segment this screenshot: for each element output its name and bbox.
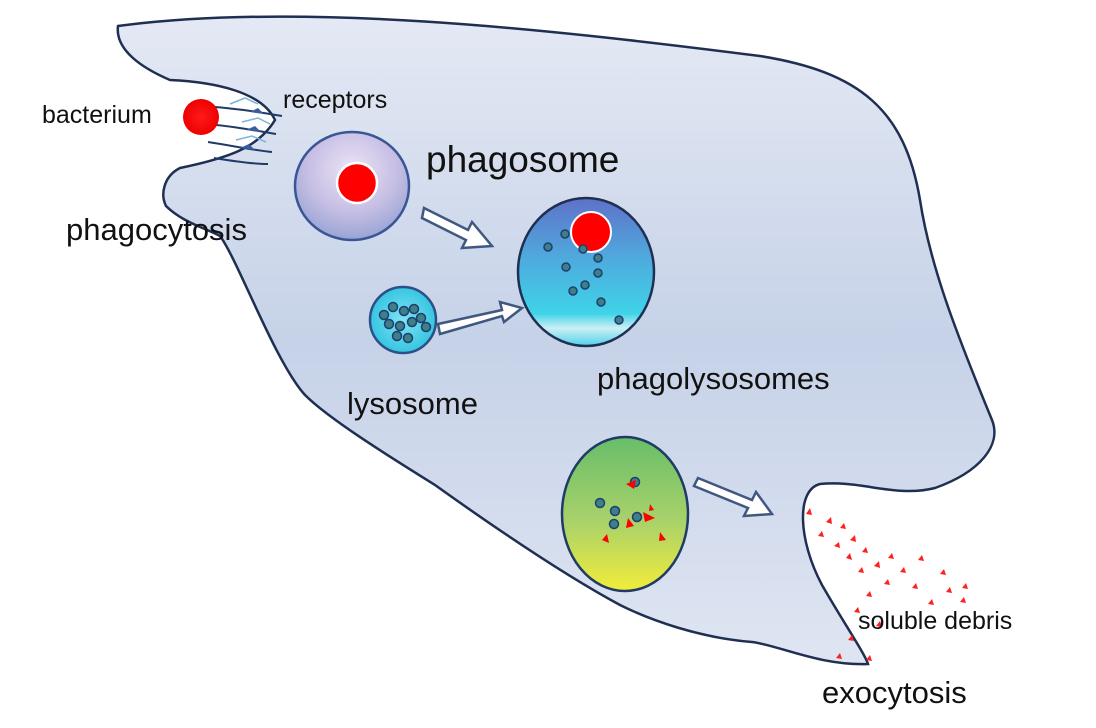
- label-exocytosis: exocytosis: [822, 675, 967, 710]
- debris: [806, 508, 968, 661]
- cell-membrane: [116, 15, 996, 666]
- lysosome: [368, 285, 438, 355]
- label-lysosome: lysosome: [347, 386, 478, 421]
- label-phagocytosis: phagocytosis: [66, 212, 247, 247]
- arrow-to-phagolysosome: [420, 206, 495, 250]
- label-phagolysosomes: phagolysosomes: [597, 361, 830, 396]
- label-phagosome: phagosome: [426, 139, 620, 180]
- arrow-lysosome-to-phagolysosome: [436, 300, 525, 336]
- phagolysosome: [516, 196, 656, 348]
- bacterium: [183, 99, 219, 135]
- label-bacterium: bacterium: [42, 101, 152, 129]
- label-receptors: receptors: [283, 86, 388, 114]
- digested-phagolysosome: [560, 435, 690, 593]
- phagosome: [293, 130, 411, 242]
- arrow-to-exocytosis: [692, 476, 775, 518]
- label-soluble-debris: soluble debris: [858, 607, 1013, 635]
